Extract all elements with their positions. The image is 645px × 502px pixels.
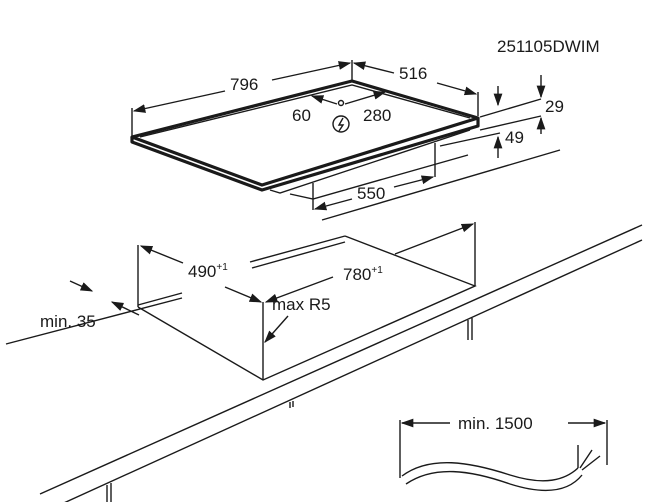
front-distance-label: min. 35: [40, 312, 96, 331]
power-connection-icon: [332, 115, 350, 133]
cutout-width-value: 780: [343, 265, 371, 284]
cutout-depth-label: 490+1: [188, 262, 228, 281]
underside-depth-label: 550: [357, 184, 385, 203]
corner-radius-label: max R5: [272, 295, 331, 314]
connection-point-marker: [337, 99, 345, 107]
hob-thickness-total-label: 49: [505, 128, 524, 147]
hob-width-label: 796: [230, 75, 258, 94]
cable: [401, 445, 601, 492]
hob: [130, 79, 480, 200]
hob-depth-label: 516: [399, 64, 427, 83]
countertop: [5, 149, 643, 502]
cutout-depth-value: 490: [188, 262, 216, 281]
hob-thickness-top-label: 29: [545, 97, 564, 116]
cable-length-label: min. 1500: [458, 414, 533, 433]
cutout-depth-tolerance: +1: [216, 262, 228, 273]
cutout-width-tolerance: +1: [371, 265, 383, 276]
connection-right-label: 280: [363, 106, 391, 125]
cutout-width-label: 780+1: [343, 265, 383, 284]
connection-left-label: 60: [292, 106, 311, 125]
drawing-id: 251105DWIM: [497, 37, 600, 56]
